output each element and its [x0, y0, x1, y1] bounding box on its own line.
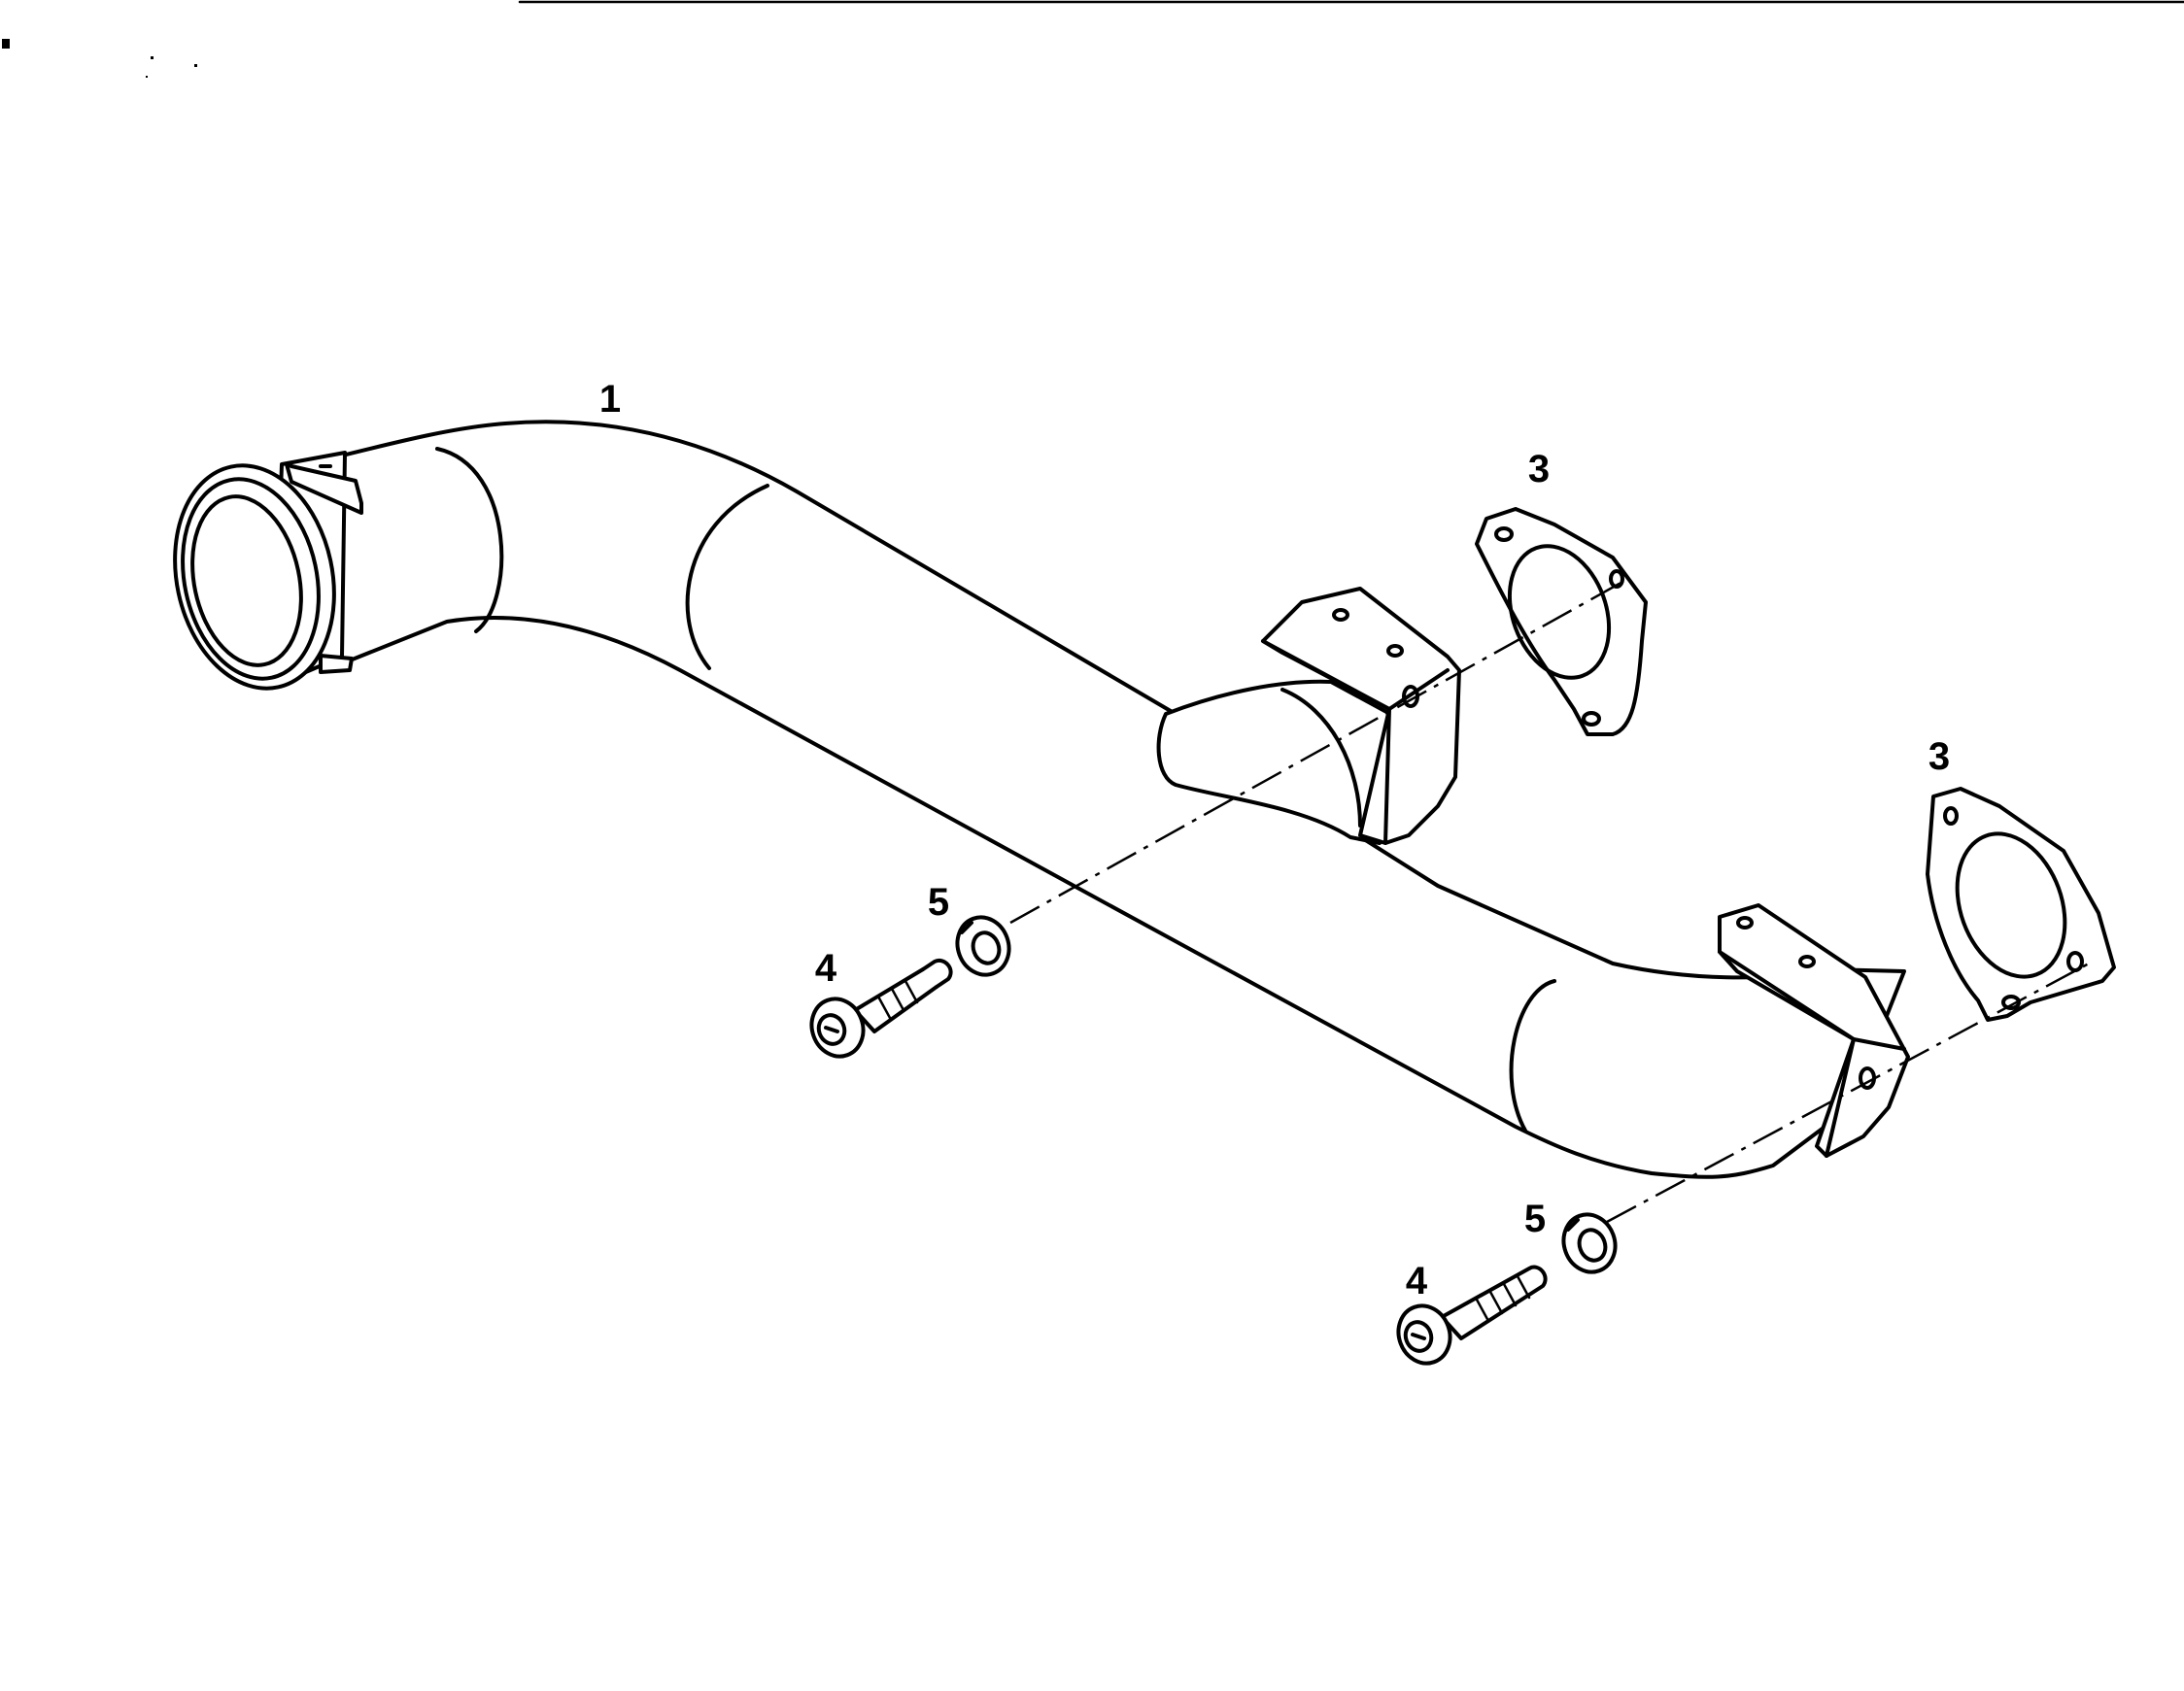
gasket-upper	[1475, 507, 1648, 736]
washer-upper	[955, 915, 1011, 977]
callout-label-1: 1	[599, 378, 621, 421]
washer-lower	[1561, 1212, 1618, 1274]
centre-lines	[1009, 579, 2090, 1224]
callout-label-5-upper: 5	[928, 881, 949, 924]
callout-label-3-upper: 3	[1528, 448, 1550, 490]
callout-label-3-lower: 3	[1928, 735, 1950, 778]
callout-label-4-lower: 4	[1406, 1260, 1428, 1302]
callout-label-4-upper: 4	[815, 947, 837, 990]
callout-label-5-lower: 5	[1524, 1198, 1546, 1240]
gasket-lower	[1926, 787, 2116, 1022]
exhaust-pipe	[173, 420, 1910, 1179]
bolt-upper	[809, 958, 953, 1059]
scan-specks	[2, 39, 197, 78]
bolt-lower	[1396, 1265, 1548, 1366]
